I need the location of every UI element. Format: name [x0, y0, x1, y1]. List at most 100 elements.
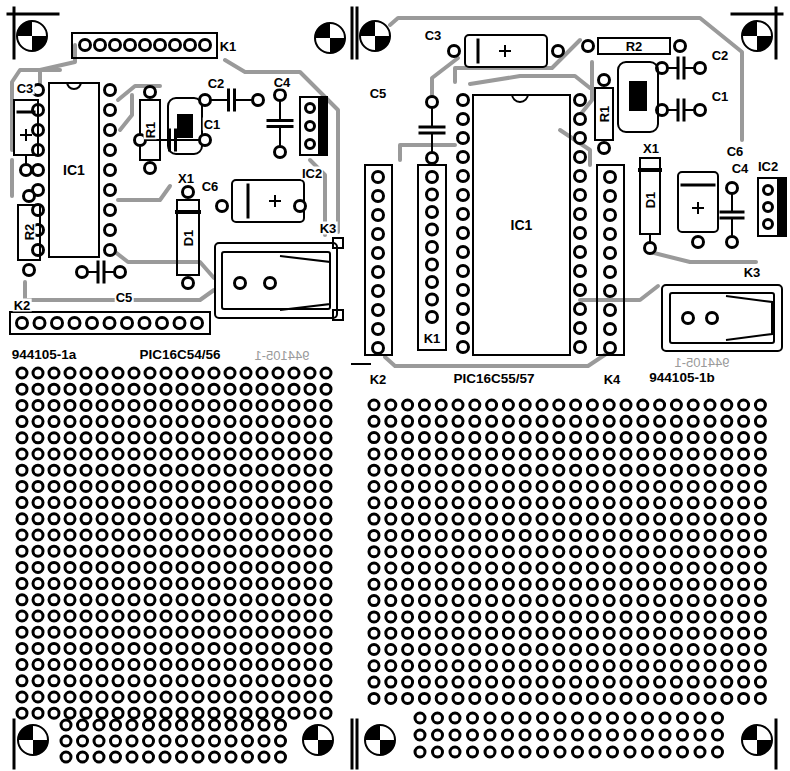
- solder-pad: [419, 465, 429, 475]
- solder-pad: [225, 433, 235, 443]
- solder-pad: [403, 530, 413, 540]
- solder-pad: [419, 645, 429, 655]
- solder-pad: [458, 171, 469, 182]
- ic-body: IC1: [48, 82, 100, 258]
- solder-pad: [129, 595, 139, 605]
- solder-pad: [453, 433, 463, 443]
- solder-pad: [289, 595, 299, 605]
- solder-pad: [537, 612, 547, 622]
- solder-pad: [105, 105, 116, 116]
- solder-pad: [605, 229, 616, 240]
- solder-pad: [193, 752, 203, 762]
- solder-pad: [321, 433, 331, 443]
- solder-pad: [129, 514, 139, 524]
- solder-pad: [468, 730, 478, 740]
- solder-pad: [487, 482, 497, 492]
- part-label: R1: [144, 121, 157, 140]
- solder-pad: [225, 481, 235, 491]
- solder-pad: [95, 40, 106, 51]
- solder-pad: [638, 514, 648, 524]
- solder-pad: [587, 677, 597, 687]
- solder-pad: [688, 433, 698, 443]
- solder-pad: [177, 384, 187, 394]
- solder-pad: [575, 152, 586, 163]
- solder-pad: [655, 563, 665, 573]
- solder-pad: [81, 627, 91, 637]
- solder-pad: [295, 201, 306, 212]
- part-label: X1: [177, 172, 195, 185]
- solder-pad: [17, 692, 27, 702]
- solder-pad: [638, 498, 648, 508]
- diode-band: [640, 168, 660, 172]
- solder-pad: [688, 498, 698, 508]
- solder-pad: [660, 713, 670, 723]
- solder-pad: [433, 713, 443, 723]
- solder-pad: [321, 530, 331, 540]
- solder-pad: [722, 612, 732, 622]
- solder-pad: [17, 481, 27, 491]
- solder-pad: [257, 498, 267, 508]
- solder-pad: [241, 498, 251, 508]
- solder-pad: [571, 661, 581, 671]
- solder-pad: [193, 384, 203, 394]
- solder-pad: [369, 433, 379, 443]
- solder-pad: [386, 400, 396, 410]
- solder-pad: [113, 433, 123, 443]
- solder-pad: [458, 114, 469, 125]
- solder-pad: [193, 417, 203, 427]
- solder-pad: [520, 596, 530, 606]
- solder-pad: [403, 693, 413, 703]
- solder-pad: [49, 481, 59, 491]
- solder-pad: [655, 677, 665, 687]
- solder-pad: [554, 449, 564, 459]
- solder-pad: [604, 645, 614, 655]
- solder-pad: [289, 627, 299, 637]
- solder-pad: [688, 693, 698, 703]
- solder-pad: [161, 514, 171, 524]
- solder-pad: [193, 627, 203, 637]
- corner-bracket: [351, 8, 354, 58]
- solder-pad: [273, 530, 283, 540]
- solder-pad: [655, 465, 665, 475]
- solder-pad: [537, 433, 547, 443]
- solder-pad: [419, 677, 429, 687]
- solder-pad: [81, 530, 91, 540]
- solder-pad: [177, 611, 187, 621]
- solder-pad: [257, 400, 267, 410]
- solder-pad: [470, 498, 480, 508]
- solder-pad: [436, 498, 446, 508]
- solder-pad: [487, 563, 497, 573]
- solder-pad: [373, 286, 384, 297]
- solder-pad: [520, 579, 530, 589]
- solder-pad: [289, 643, 299, 653]
- solder-pad: [722, 579, 732, 589]
- solder-pad: [419, 563, 429, 573]
- solder-pad: [369, 416, 379, 426]
- solder-pad: [436, 482, 446, 492]
- solder-pad: [503, 693, 513, 703]
- solder-pad: [739, 677, 749, 687]
- solder-pad: [571, 416, 581, 426]
- solder-pad: [321, 546, 331, 556]
- solder-pad: [386, 465, 396, 475]
- solder-pad: [538, 713, 548, 723]
- solder-pad: [621, 449, 631, 459]
- electrolytic-capacitor: [678, 172, 718, 232]
- solder-pad: [161, 660, 171, 670]
- solder-pad: [17, 514, 27, 524]
- solder-pad: [605, 324, 616, 335]
- solder-pad: [241, 514, 251, 524]
- solder-pad: [487, 661, 497, 671]
- power-socket: [726, 296, 772, 340]
- solder-pad: [209, 643, 219, 653]
- solder-pad: [78, 752, 88, 762]
- solder-pad: [427, 207, 438, 218]
- solder-pad: [209, 514, 219, 524]
- solder-pad: [273, 692, 283, 702]
- solder-pad: [113, 627, 123, 637]
- solder-pad: [200, 40, 211, 51]
- solder-pad: [520, 563, 530, 573]
- part-label: K3: [319, 222, 338, 235]
- solder-pad: [453, 416, 463, 426]
